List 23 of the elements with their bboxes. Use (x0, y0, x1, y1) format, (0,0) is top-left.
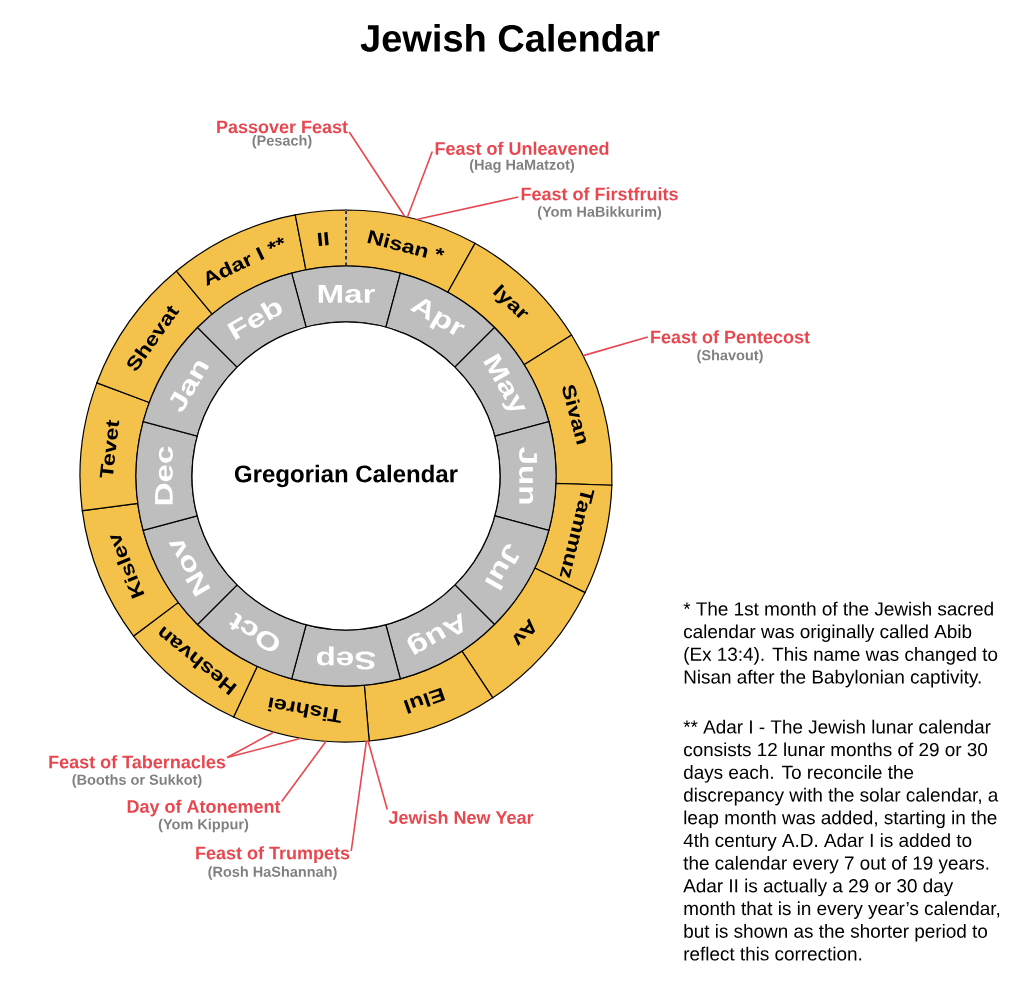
feast-label: Day of Atonement (Yom Kippur) (127, 799, 281, 833)
footnote: ** Adar I - The Jewish lunar calendar consists 12 lunar months of 29 or 30 days each. To reconcile the discrepancy with the solar calendar, a leap month was added, starting in the 4th century A.D. Adar I is added to the calendar every 7 out of 19 years. Adar II is actually a 29 or 30 day month that is in every year’s calendar, but is shown as the shorter period to reflect this correction. (683, 719, 1000, 961)
month-segment: II (294, 209, 347, 271)
leader-line (406, 150, 434, 218)
feast-label: Feast of Tabernacles (Booths or Sukkot) (49, 755, 226, 788)
leader-line (226, 737, 302, 759)
month-segment: Jun (494, 421, 557, 531)
month-segment: Tevet (79, 382, 150, 512)
leader-line (350, 740, 368, 852)
feast-label: Feast of Pentecost (Shavout) (651, 330, 810, 364)
leader-line (582, 336, 649, 357)
feast-label: Passover Feast (Pesach) (217, 120, 348, 149)
leader-line (348, 131, 406, 218)
feast-label: Feast of Trumpets (Rosh HaShannah) (196, 846, 350, 880)
leader-line (367, 740, 389, 811)
leader-line (280, 740, 327, 803)
leader-line (226, 731, 275, 759)
feast-label: Feast of Firstfruits (Yom HaBikkurim) (521, 187, 678, 220)
feast-label: Feast of Unleavened (Hag HaMatzot) (435, 141, 609, 173)
title: Jewish Calendar (360, 23, 660, 52)
feast-label: Jewish New Year (388, 810, 534, 824)
leader-line (415, 196, 520, 221)
footnote: * The 1st month of the Jewish sacred calendar was originally called Abib (Ex 13:4). This name was changed to Nisan after the Babylonian captivity. (683, 601, 998, 688)
